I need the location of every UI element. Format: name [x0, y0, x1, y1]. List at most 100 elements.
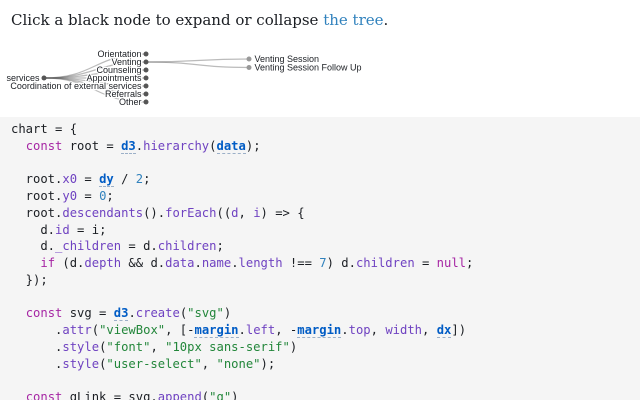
- tree-node-other-label: Other: [119, 97, 142, 107]
- code-token: (d.: [55, 256, 85, 270]
- tree-nodes: services OrientationVentingCounselingAppo…: [5, 48, 363, 109]
- tree-node-coordination-of-external-services-dot[interactable]: [143, 83, 149, 89]
- code-token[interactable]: dy: [99, 172, 114, 188]
- code-token: 0: [99, 189, 107, 203]
- tree-node-services-label: services: [6, 73, 40, 83]
- code-token: ,: [150, 339, 166, 354]
- code-token: ;: [466, 256, 474, 270]
- tree-node-coordination-of-external-services-label: Coordination of external services: [10, 81, 142, 91]
- code-line: const gLink = svg.append("g"): [11, 390, 239, 400]
- code-token[interactable]: margin: [194, 323, 239, 338]
- code-line: d._children = d.children;: [11, 239, 224, 254]
- code-token: .: [135, 138, 144, 153]
- code-token: root.: [11, 189, 63, 203]
- code-token: _children: [55, 239, 122, 254]
- collapsible-tree: services OrientationVentingCounselingAppo…: [5, 48, 363, 109]
- tree-node-venting-dot[interactable]: [143, 59, 149, 65]
- tree-node-other[interactable]: Other: [118, 96, 149, 108]
- code-token: id: [55, 222, 70, 237]
- code-token: "viewBox": [99, 323, 166, 337]
- code-token: [11, 256, 40, 270]
- code-line: root.x0 = dy / 2;: [11, 172, 150, 188]
- tree-node-orientation[interactable]: Orientation: [96, 48, 149, 60]
- tree-node-services-dot[interactable]: [41, 75, 47, 81]
- tree-node-referrals-dot[interactable]: [143, 91, 149, 97]
- code-line: chart = {: [11, 122, 77, 136]
- code-token: children: [157, 239, 217, 254]
- tree-link-other: [43, 77, 147, 103]
- code-token: , [-: [165, 323, 195, 337]
- tree-node-referrals-label: Referrals: [105, 89, 142, 99]
- code-token: create: [135, 306, 180, 321]
- tree-node-venting-session-follow-up: Venting Session Follow Up: [246, 61, 363, 74]
- code-token: gLink = svg.: [62, 390, 158, 400]
- code-token: "svg": [187, 306, 224, 321]
- code-token: const: [25, 390, 63, 400]
- tree-link-coordination-of-external-services: [43, 77, 147, 87]
- code-token: "font": [106, 339, 151, 354]
- code-token[interactable]: data: [216, 138, 246, 154]
- intro-text-end: .: [383, 11, 389, 29]
- tree-node-venting-session-label: Venting Session: [255, 54, 320, 64]
- code-token: = i;: [69, 222, 107, 237]
- code-token: root.: [11, 205, 63, 220]
- code-token: data: [165, 256, 195, 270]
- code-token: (: [91, 323, 100, 337]
- tree-node-counseling-label: Counseling: [96, 65, 141, 75]
- code-token: svg =: [62, 306, 114, 321]
- code-token: ().: [143, 205, 166, 220]
- tree-links: [43, 53, 250, 103]
- tree-node-appointments-dot[interactable]: [143, 75, 149, 81]
- tree-link-counseling: [43, 69, 147, 79]
- tree-node-appointments-label: Appointments: [86, 73, 142, 83]
- tree-node-venting[interactable]: Venting: [110, 56, 149, 68]
- tree-link-venting-session-follow-up: [145, 61, 250, 69]
- code-token[interactable]: d3: [121, 138, 136, 154]
- code-token[interactable]: d3: [113, 306, 129, 322]
- code-token: (: [209, 138, 217, 153]
- code-token: !==: [282, 256, 320, 270]
- code-token: (: [99, 339, 107, 354]
- tree-link-venting-session: [145, 58, 250, 63]
- code-token: root =: [62, 138, 122, 153]
- tree-node-orientation-dot[interactable]: [143, 51, 149, 57]
- code-token[interactable]: dx: [436, 323, 452, 338]
- code-token: = d.: [121, 239, 158, 254]
- code-token: chart = {: [11, 122, 78, 136]
- code-token: width: [385, 323, 422, 337]
- code-token: i: [253, 205, 261, 220]
- tree-node-appointments[interactable]: Appointments: [85, 72, 149, 84]
- tree-node-venting-session: Venting Session: [246, 53, 320, 65]
- code-line: .style("user-select", "none");: [11, 357, 275, 371]
- tree-node-other-dot[interactable]: [143, 99, 149, 105]
- code-token: depth: [84, 256, 122, 270]
- code-token: hierarchy: [143, 138, 210, 153]
- the-tree-link[interactable]: the tree: [323, 11, 384, 29]
- tree-node-counseling-dot[interactable]: [143, 67, 149, 73]
- code-token: left: [245, 323, 276, 337]
- code-token: attr: [62, 323, 92, 337]
- code-line: if (d.depth && d.data.name.length !== 7)…: [11, 256, 473, 270]
- code-line: root.y0 = 0;: [11, 189, 114, 203]
- code-token: const: [25, 306, 63, 321]
- code-token: ,: [422, 323, 437, 337]
- code-token[interactable]: margin: [297, 323, 342, 338]
- tree-node-counseling[interactable]: Counseling: [95, 64, 149, 76]
- code-token: =: [77, 172, 100, 187]
- code-token: (: [201, 390, 210, 400]
- code-token: ): [231, 390, 239, 400]
- code-token: .: [11, 356, 63, 371]
- code-line: const root = d3.hierarchy(data);: [11, 138, 261, 154]
- code-token: null: [436, 256, 467, 270]
- code-token: ,: [370, 323, 386, 337]
- code-token: "none": [216, 356, 261, 371]
- code-token: });: [11, 272, 48, 287]
- intro-text-start: Click a black node to expand or collapse: [11, 11, 324, 29]
- code-token: ;: [216, 239, 224, 254]
- tree-link-venting: [43, 61, 147, 79]
- tree-node-services[interactable]: services: [5, 72, 47, 84]
- code-token: ) d.: [326, 256, 356, 270]
- tree-node-coordination-of-external-services[interactable]: Coordination of external services: [9, 80, 149, 92]
- code-token: append: [157, 390, 202, 400]
- tree-node-referrals[interactable]: Referrals: [104, 88, 149, 100]
